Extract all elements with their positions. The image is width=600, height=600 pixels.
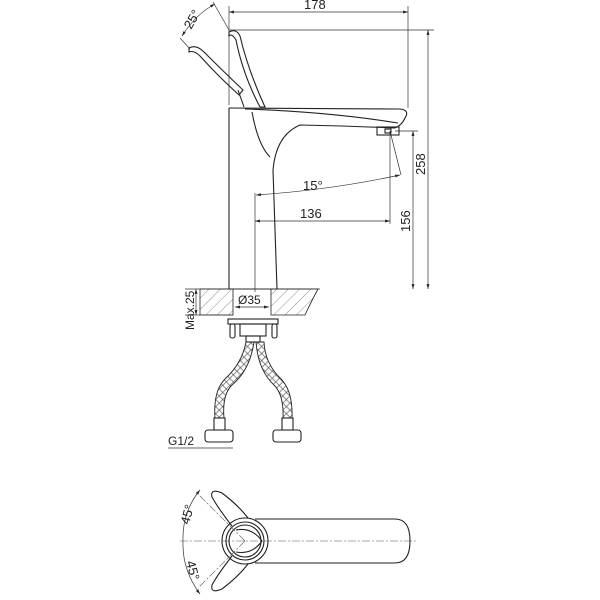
dim-136-label: 136 [300,206,322,221]
dimension-178: 178 [228,0,409,108]
dim-178-label: 178 [304,0,326,12]
lever-rotated [188,46,244,96]
hose-nut-right [272,429,302,443]
dim-156-label: 156 [398,210,413,232]
hose-nut-left [204,429,234,443]
thread-label: G1/2 [168,434,194,448]
hole-diameter-label: Ø35 [238,293,261,307]
countertop-section: Max.25 Ø35 [183,288,320,330]
mounting-kit [227,318,279,343]
faucet-body [228,107,408,290]
angle-15: 15° [255,130,402,197]
lever-position-left [211,490,249,527]
aerator [376,126,400,136]
dim-258-label: 258 [413,153,428,175]
rotation-right-label: 45° [183,559,203,582]
lever-position-right [211,555,249,592]
angle-25: 25° [179,1,230,50]
rotation-left-label: 45° [177,503,197,526]
dimension-258: 258 [229,29,434,289]
angle-15-label: 15° [303,178,323,193]
lever-handle [188,30,266,108]
angle-25-label: 25° [181,7,204,32]
flexible-hoses: G1/2 [168,341,302,449]
max-thickness-label: Max.25 [183,290,197,330]
top-view: 45° 45° [177,489,418,595]
